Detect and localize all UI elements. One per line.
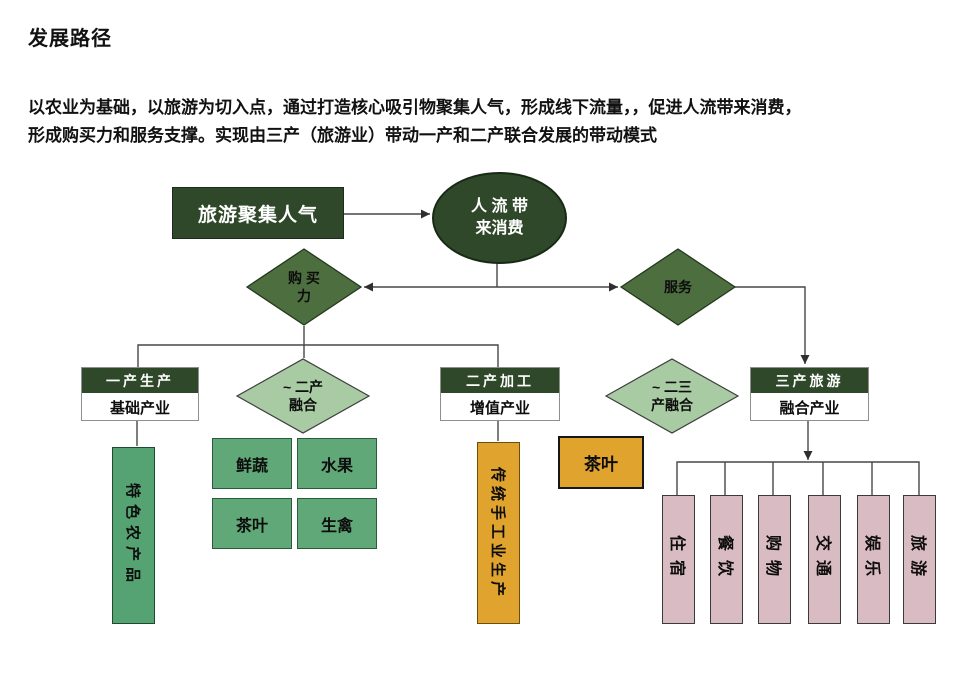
service-bar-dining: 餐饮: [710, 495, 743, 624]
service-bar-transport: 交通: [808, 495, 841, 624]
node-tertiary-fusion: ~ 二三 产融合: [651, 378, 693, 413]
tree-tertiary-services: [676, 461, 920, 495]
arrow-service-to-tertiary: [735, 286, 810, 364]
primary-sub: 基础产业: [109, 400, 170, 417]
tertiary-header: 三产旅游: [751, 368, 868, 395]
intro-paragraph: 以农业为基础，以旅游为切入点，通过打造核心吸引物聚集人气，形成线下流量，，促进人…: [28, 98, 802, 145]
node-secondary-fusion: ~ 二产 融合: [282, 378, 324, 413]
purchase-diamond-shape: [245, 248, 363, 326]
node-secondary-processing: 二产加工 增值产业: [440, 367, 560, 421]
bar-traditional-handicraft: 传统手工业生产: [477, 442, 520, 624]
box-tea-leaf: 茶叶: [558, 436, 644, 489]
tertiary-sub: 融合产业: [779, 400, 840, 417]
service-bar-lodging: 住宿: [662, 495, 695, 624]
bracket-purchase-branches: [137, 344, 499, 367]
service-bar-entertainment: 娱乐: [857, 495, 890, 624]
product-box-tea: 茶叶: [212, 498, 292, 549]
service-bar-shopping: 购物: [758, 495, 791, 624]
product-box-vegetables: 鲜蔬: [212, 438, 292, 489]
node-primary-production: 一产生产 基础产业: [81, 367, 199, 421]
secondary-header: 二产加工: [441, 368, 559, 395]
node-people-flow-consumption: 人 流 带 来消费: [432, 172, 567, 264]
secondary-sub: 增值产业: [469, 400, 530, 417]
node-tourism-gather-popularity: 旅游聚集人气: [172, 187, 344, 239]
service-diamond-shape: [619, 248, 737, 326]
secondary-fusion-diamond-shape: [235, 358, 371, 434]
product-box-poultry: 生禽: [297, 498, 377, 549]
product-box-fruit: 水果: [297, 438, 377, 489]
tertiary-fusion-diamond-shape: [604, 358, 740, 434]
node-service: 服务: [664, 278, 692, 295]
node-tertiary-tourism: 三产旅游 融合产业: [750, 367, 869, 421]
primary-header: 一产生产: [82, 368, 198, 395]
page-title: 发展路径: [28, 28, 112, 50]
node-purchasing-power: 购 买 力: [288, 269, 320, 304]
service-bar-tourism: 旅游: [903, 495, 936, 624]
bar-featured-agri-products: 特色农产品: [112, 447, 155, 624]
